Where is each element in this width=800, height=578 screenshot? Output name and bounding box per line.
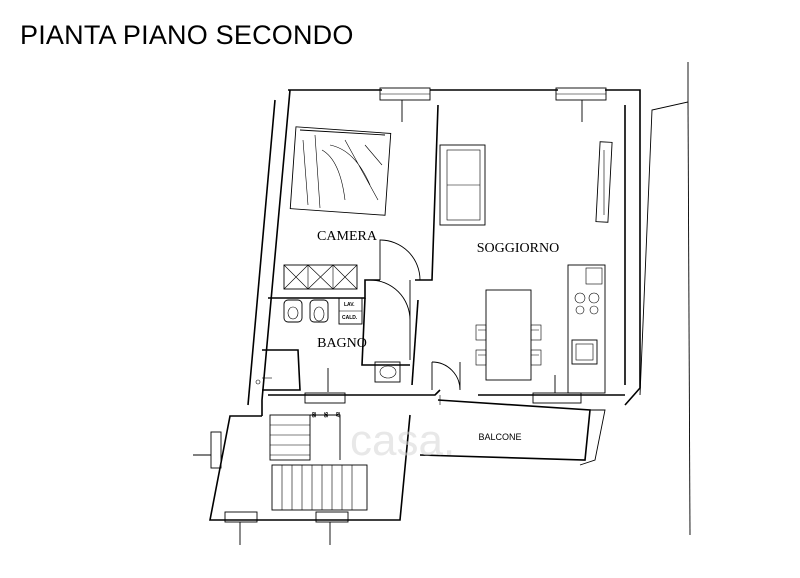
dining-table	[475, 289, 542, 381]
lav-cald-box: LAV. CALD.	[338, 297, 363, 325]
stair-mark-a: 88	[310, 412, 316, 418]
room-label-balcone: BALCONE	[478, 432, 521, 442]
neighbor-outline	[579, 62, 691, 536]
door-camera	[379, 239, 421, 281]
washbasin	[374, 361, 401, 383]
cald-label: CALD.	[342, 315, 358, 321]
room-label-soggiorno: SOGGIORNO	[477, 241, 559, 256]
bidet	[283, 299, 303, 323]
door-bagno	[369, 279, 411, 360]
partitions	[262, 104, 625, 396]
wardrobe	[283, 264, 358, 290]
room-label-camera: CAMERA	[317, 229, 378, 244]
window-bagno	[304, 368, 346, 404]
stair-windows	[193, 431, 349, 545]
lav-label: LAV.	[344, 302, 355, 308]
tv-unit	[595, 141, 613, 223]
room-label-bagno: BAGNO	[317, 336, 367, 351]
bed	[289, 126, 392, 216]
stair-mark-c: 87	[334, 412, 340, 418]
toilet	[309, 299, 329, 323]
shower	[255, 377, 272, 385]
balcony	[419, 395, 591, 461]
staircase: 88 98 87	[269, 412, 368, 511]
sofa	[439, 144, 486, 226]
watermark: casa.	[350, 416, 455, 465]
window-soggiorno	[555, 87, 607, 122]
kitchen	[567, 264, 606, 394]
stair-mark-b: 98	[322, 412, 328, 418]
door-soggiorno	[431, 361, 461, 391]
page-title: PIANTA PIANO SECONDO	[20, 20, 354, 50]
window-soggiorno-bottom	[532, 375, 582, 404]
window-camera	[379, 87, 431, 122]
